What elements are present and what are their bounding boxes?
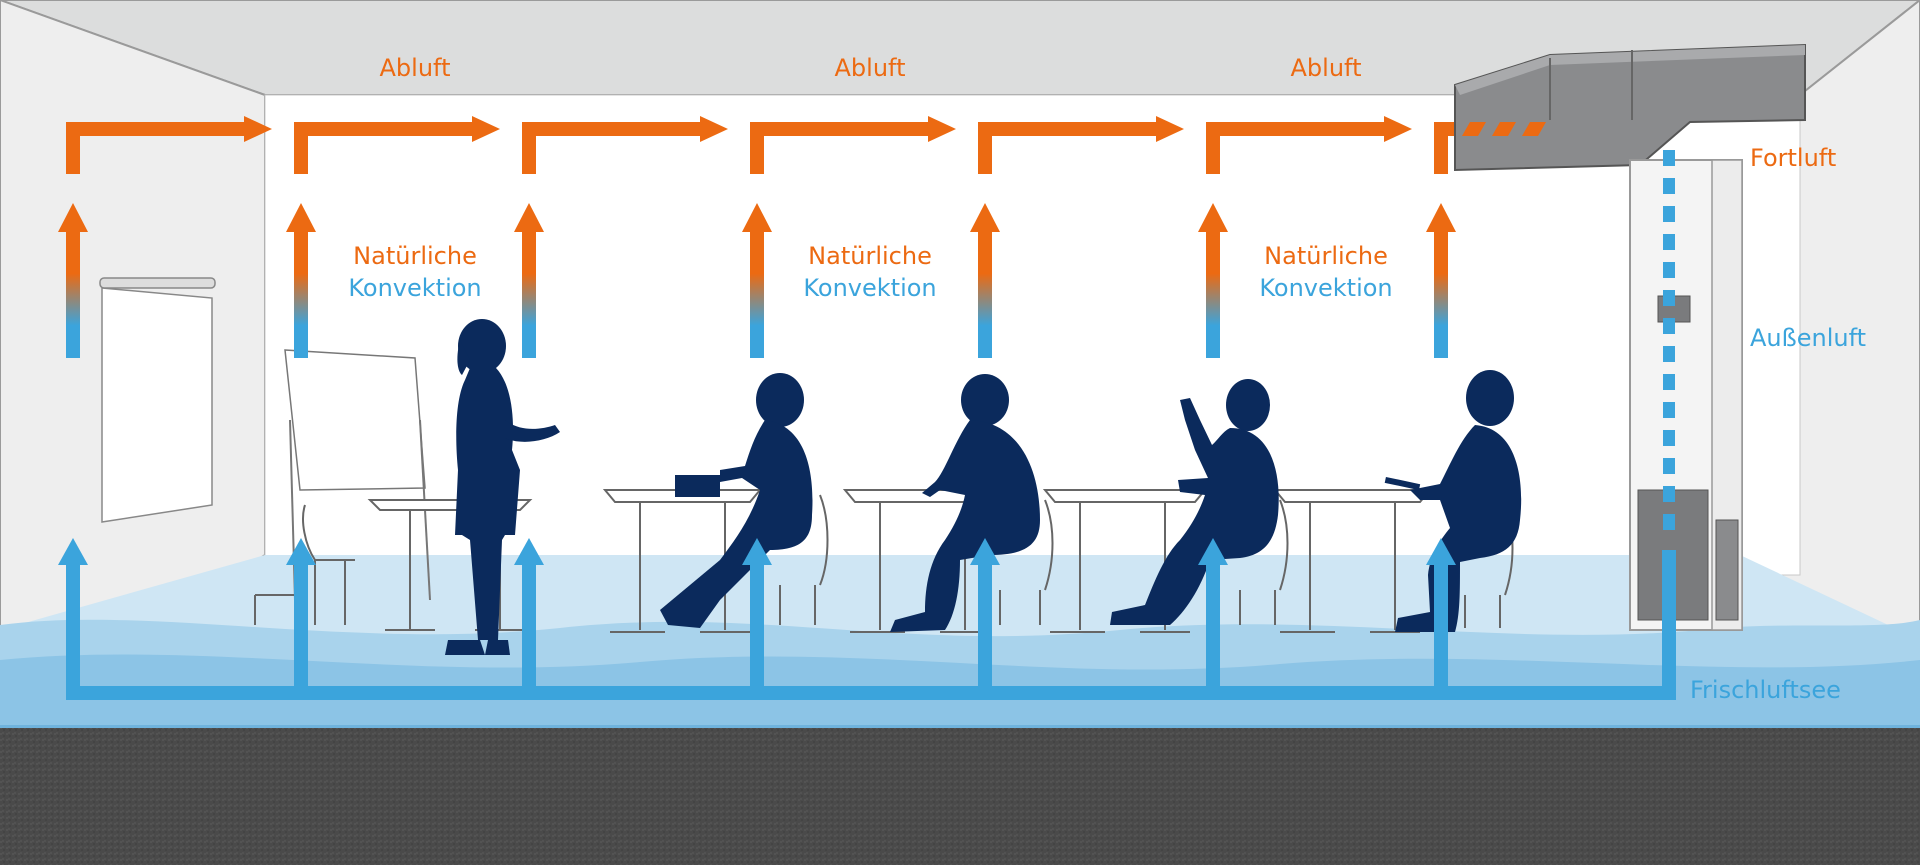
fresh-air-floor-duct: [66, 686, 1676, 700]
label-convection-2-top: Natürliche: [808, 242, 932, 270]
label-abluft-3: Abluft: [1291, 54, 1362, 82]
label-aussenluft: Außenluft: [1750, 324, 1866, 352]
label-frischluftsee: Frischluftsee: [1690, 676, 1841, 704]
fresh-air-up-arrow-6: [1198, 538, 1228, 700]
label-abluft-1: Abluft: [380, 54, 451, 82]
label-convection-2-bottom: Konvektion: [803, 274, 936, 302]
fresh-air-up-arrow-5: [970, 538, 1000, 700]
convection-arrow-1: [58, 203, 88, 358]
label-convection-3-bottom: Konvektion: [1259, 274, 1392, 302]
exhaust-duct-dashes: [1462, 122, 1546, 136]
fresh-air-up-arrow-7: [1426, 538, 1456, 700]
chair-1: [254, 504, 355, 625]
exhaust-arrow-6: [1206, 116, 1412, 174]
convection-arrows: [58, 203, 1456, 358]
exhaust-air-flow: [66, 116, 1546, 174]
convection-arrow-4: [742, 203, 772, 358]
convection-arrow-6: [1198, 203, 1228, 358]
exhaust-arrow-2: [294, 116, 500, 174]
convection-arrow-3: [514, 203, 544, 358]
exhaust-arrow-7: [1434, 122, 1454, 174]
label-convection-1-top: Natürliche: [353, 242, 477, 270]
student-silhouette-4: [1384, 370, 1522, 632]
student-silhouette-2: [890, 374, 1040, 632]
label-convection-1-bottom: Konvektion: [348, 274, 481, 302]
fresh-air-up-arrow-3: [514, 538, 544, 700]
people: [445, 319, 1522, 655]
label-fortluft: Fortluft: [1750, 144, 1836, 172]
teacher-silhouette: [445, 319, 560, 655]
convection-arrow-5: [970, 203, 1000, 358]
floor-ground: [0, 728, 1920, 865]
chair-2: [779, 494, 829, 625]
projector-screen: [99, 277, 216, 523]
labels: Abluft Abluft Abluft Natürliche Konvekti…: [348, 54, 1866, 704]
fresh-air-up-arrow-1: [58, 538, 88, 700]
fresh-air-up-arrow-4: [742, 538, 772, 700]
student-silhouette-1: [660, 373, 813, 628]
desk-4: [1042, 489, 1208, 633]
convection-arrow-2: [286, 203, 316, 358]
label-abluft-2: Abluft: [835, 54, 906, 82]
convection-arrow-7: [1426, 203, 1456, 358]
fresh-air-up-arrow-2: [286, 538, 316, 700]
exhaust-arrow-1: [66, 116, 272, 174]
ventilation-duct: [1454, 43, 1806, 631]
label-convection-3-top: Natürliche: [1264, 242, 1388, 270]
fresh-air-column-riser: [1662, 550, 1676, 700]
exhaust-arrow-5: [978, 116, 1184, 174]
exhaust-arrow-3: [522, 116, 728, 174]
desk-5: [1272, 489, 1433, 633]
exhaust-arrow-4: [750, 116, 956, 174]
student-silhouette-3: [1110, 379, 1279, 625]
chair-3: [999, 499, 1054, 625]
chair-4: [1239, 499, 1289, 625]
ventilation-grille-right: [1715, 519, 1739, 621]
furniture: [254, 489, 1514, 633]
fresh-air-flow: [58, 538, 1676, 700]
